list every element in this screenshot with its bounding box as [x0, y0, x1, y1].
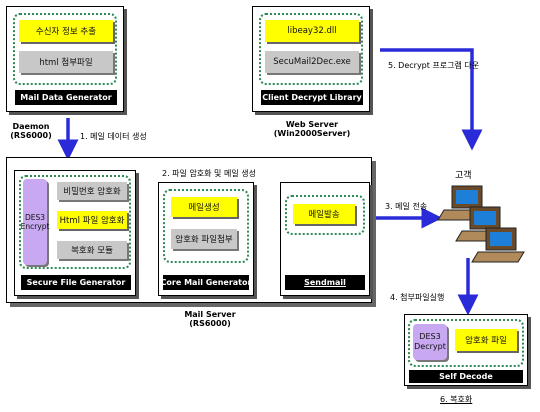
step6-text: 6. 복호화 — [440, 395, 473, 404]
secure-file-generator-label: Secure File Generator — [21, 275, 131, 290]
decryption-module-box: 복호화 모듈 — [57, 241, 127, 259]
customer-label: 고객 — [455, 171, 472, 181]
web-server-line2: (Win2000Server) — [273, 129, 351, 138]
step5-label: 5. Decrypt 프로그램 다운 — [388, 61, 480, 70]
daemon-caption: Daemon (RS6000) — [6, 122, 56, 140]
step4-label: 4. 첨부파일실행 — [390, 293, 445, 302]
des3-decrypt-line1: DES3 — [419, 332, 441, 342]
mail-data-generator-panel: 수신자 정보 추출 html 첨부파일 Mail Data Generator — [6, 6, 124, 112]
mail-server-line2: (RS6000) — [189, 319, 231, 328]
mail-server-line1: Mail Server — [184, 310, 236, 319]
daemon-line1: Daemon — [12, 122, 50, 131]
encrypted-file-box: 암호화 파일 — [455, 329, 517, 351]
web-server-caption: Web Server (Win2000Server) — [262, 120, 362, 138]
daemon-line2: (RS6000) — [10, 131, 52, 140]
secumail2dec-exe-text: SecuMail2Dec.exe — [273, 57, 351, 67]
core-mail-generator-panel: 메일생성 암호화 파일첨부 Core Mail Generator — [158, 182, 254, 296]
sendmail-label: Sendmail — [285, 275, 365, 290]
arrow-library-to-customer — [380, 48, 483, 151]
encrypted-file-attach-text: 암호화 파일첨부 — [175, 235, 233, 245]
sendmail-panel: 메일발송 Sendmail — [280, 182, 370, 296]
mail-dispatch-box: 메일발송 — [293, 204, 355, 224]
des3-encrypt-block: DES3 Encrypt — [20, 179, 50, 265]
decryption-module-text: 복호화 모듈 — [71, 246, 113, 256]
encrypted-file-text: 암호화 파일 — [465, 336, 507, 346]
sendmail-label-text: Sendmail — [304, 278, 346, 287]
html-file-encryption-box: Html 파일 암호화 — [57, 211, 127, 229]
client-decrypt-library-panel: libeay32.dll SecuMail2Dec.exe Client Dec… — [252, 6, 370, 112]
html-file-encryption-text: Html 파일 암호화 — [59, 216, 125, 226]
libeay32-dll-box: libeay32.dll — [265, 20, 359, 42]
step2-label: 2. 파일 암호화 및 메일 생성 — [162, 169, 256, 178]
extract-recipient-info-box: 수신자 정보 추출 — [19, 20, 113, 42]
password-encryption-box: 비밀번호 암호화 — [57, 182, 127, 200]
mail-data-dotted-group — [13, 13, 117, 85]
des3-decrypt-line2: Decrypt — [414, 342, 446, 351]
library-dotted-group — [259, 13, 363, 85]
mail-data-generator-label: Mail Data Generator — [15, 90, 117, 105]
secure-file-generator-panel: DES3 Encrypt 비밀번호 암호화 Html 파일 암호화 복호화 모듈… — [14, 170, 136, 296]
self-decode-label: Self Decode — [409, 370, 523, 383]
html-attachment-text: html 첨부파일 — [39, 58, 93, 68]
password-encryption-text: 비밀번호 암호화 — [63, 187, 121, 197]
mail-dispatch-text: 메일발송 — [308, 210, 340, 220]
html-attachment-box: html 첨부파일 — [19, 51, 113, 73]
libeay32-dll-text: libeay32.dll — [287, 26, 337, 36]
step1-label: 1. 메일 데이터 생성 — [80, 132, 147, 141]
secure-file-dotted-group — [19, 175, 131, 269]
client-decrypt-library-label: Client Decrypt Library — [261, 90, 363, 105]
core-mail-dotted-group — [163, 189, 249, 263]
des3-encrypt-line2: Encrypt — [20, 222, 50, 231]
step6-label: 6. 복호화 — [440, 394, 472, 405]
step3-label: 3. 메일 전송 — [385, 202, 428, 211]
encrypted-file-attach-box: 암호화 파일첨부 — [171, 229, 237, 249]
computer-3-icon — [471, 227, 525, 263]
mail-server-caption: Mail Server (RS6000) — [165, 310, 255, 328]
extract-recipient-info-text: 수신자 정보 추출 — [35, 27, 97, 37]
sendmail-dotted-group — [285, 195, 365, 235]
self-decode-dotted-group — [408, 319, 524, 367]
des3-decrypt-block: DES3 Decrypt — [413, 324, 447, 360]
web-server-line1: Web Server — [285, 120, 339, 129]
mail-creation-text: 메일생성 — [188, 203, 220, 213]
core-mail-generator-label: Core Mail Generator — [161, 275, 251, 290]
mail-creation-box: 메일생성 — [171, 197, 237, 217]
self-decode-panel: DES3 Decrypt 암호화 파일 Self Decode — [404, 314, 528, 386]
des3-encrypt-line1: DES3 — [24, 213, 46, 222]
secumail2dec-exe-box: SecuMail2Dec.exe — [265, 51, 359, 73]
